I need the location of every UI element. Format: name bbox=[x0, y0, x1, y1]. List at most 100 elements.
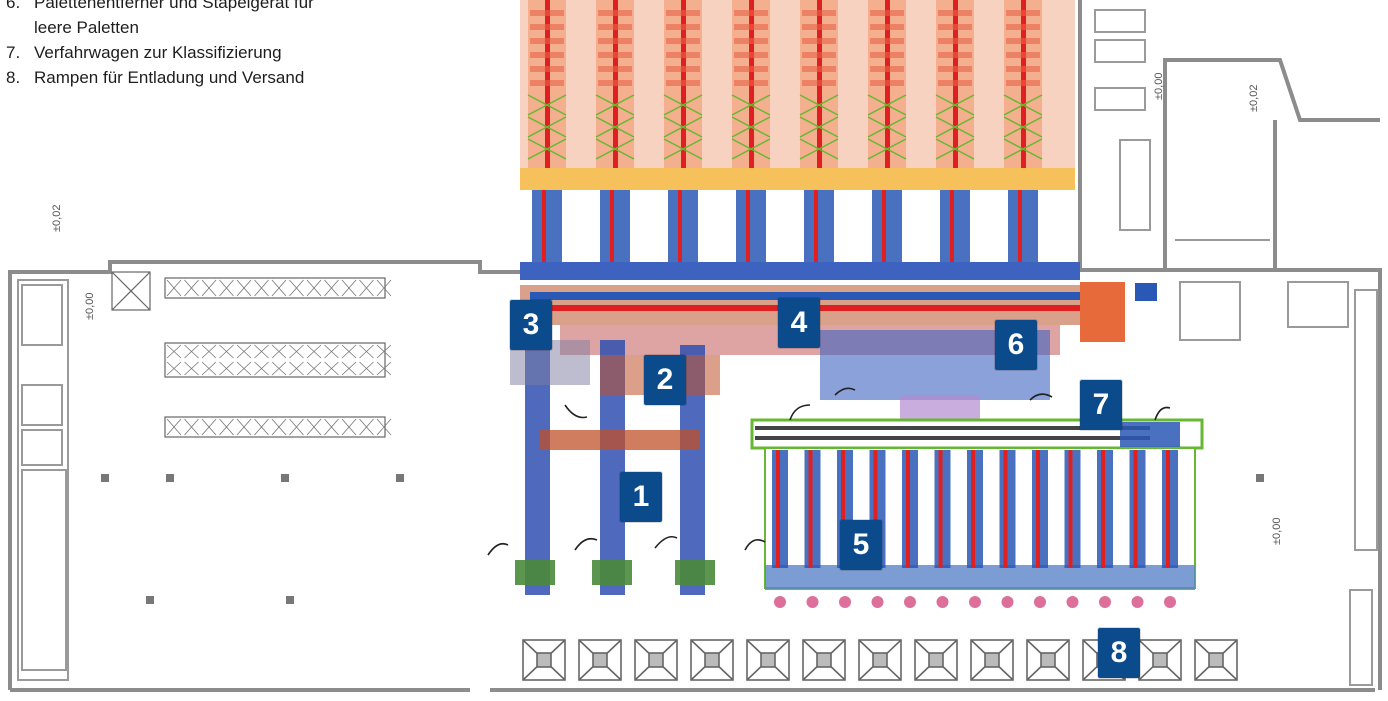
feeder-conveyor bbox=[940, 190, 970, 270]
level-label: ±0,00 bbox=[84, 293, 96, 320]
rack-rail bbox=[545, 0, 550, 190]
lane-end-marker bbox=[936, 596, 949, 608]
feeder-rail bbox=[950, 190, 954, 270]
rack-brace bbox=[867, 116, 907, 138]
building-column bbox=[396, 474, 404, 482]
shelf-cross bbox=[236, 344, 252, 359]
interior-walls bbox=[17, 9, 1378, 686]
badge-4: 4 bbox=[778, 298, 820, 348]
ramp-leveler bbox=[760, 652, 776, 668]
rack-shelf bbox=[598, 10, 632, 16]
ramp-leveler bbox=[1152, 652, 1168, 668]
rack-shelf bbox=[666, 66, 700, 72]
shelf-cross bbox=[359, 279, 374, 297]
building-columns bbox=[101, 474, 1264, 604]
shelf-cross bbox=[219, 344, 234, 359]
rack-shelf bbox=[1006, 38, 1040, 44]
feeder-rail bbox=[814, 190, 818, 270]
rack-shelf bbox=[530, 80, 564, 86]
shelf-cross bbox=[289, 279, 304, 297]
rack-shelf bbox=[870, 52, 904, 58]
rack-brace bbox=[799, 94, 839, 116]
rack-rail bbox=[817, 0, 822, 190]
shelf-cross bbox=[184, 344, 199, 359]
shelf-cross bbox=[376, 361, 392, 376]
shelf-cross bbox=[324, 361, 339, 376]
lane-rail bbox=[873, 450, 878, 568]
shelf-cross bbox=[359, 344, 374, 359]
shelf-cross bbox=[289, 418, 304, 436]
rack-brace bbox=[935, 94, 975, 116]
lane-rail bbox=[1133, 450, 1138, 568]
lane-rail bbox=[938, 450, 943, 568]
lane-rail bbox=[906, 450, 910, 568]
rack-shelf bbox=[802, 24, 836, 30]
shelf-cross bbox=[184, 418, 199, 436]
lane-rail bbox=[841, 450, 845, 568]
rack-shelf bbox=[938, 52, 972, 58]
shelf-cross bbox=[201, 361, 217, 376]
building-column bbox=[101, 474, 109, 482]
feeder-conveyor bbox=[1008, 190, 1038, 270]
rack-shelf bbox=[802, 80, 836, 86]
rack-shelf bbox=[734, 10, 768, 16]
rack-brace bbox=[595, 138, 635, 160]
shelf-cross bbox=[376, 344, 392, 359]
rack-brace bbox=[935, 116, 975, 138]
shelf-cross bbox=[306, 344, 322, 359]
rack-brace bbox=[867, 94, 907, 116]
shelf-cross bbox=[254, 344, 269, 359]
rack-shelf bbox=[530, 66, 564, 72]
rack-shelf bbox=[598, 24, 632, 30]
rack-brace bbox=[799, 116, 839, 138]
legend-item-8: 8. Rampen für Entladung und Versand bbox=[6, 65, 466, 90]
badge-7: 7 bbox=[1080, 380, 1122, 430]
shelf-cross bbox=[341, 344, 357, 359]
shelf-cross bbox=[184, 361, 199, 376]
rack-shelf bbox=[938, 80, 972, 86]
ramp-leveler bbox=[648, 652, 664, 668]
badge-2: 2 bbox=[644, 355, 686, 405]
rack-shelf bbox=[666, 80, 700, 86]
feeder-conveyor bbox=[804, 190, 834, 270]
rack-shelf bbox=[1006, 66, 1040, 72]
rack-shelf bbox=[938, 66, 972, 72]
sorting-lanes bbox=[764, 447, 1196, 608]
rack-brace bbox=[731, 116, 771, 138]
shelf-cross bbox=[306, 361, 322, 376]
lane-end-marker bbox=[904, 596, 916, 608]
building-column bbox=[1256, 474, 1264, 482]
ramp-leveler bbox=[592, 652, 608, 668]
rack-shelf bbox=[530, 24, 564, 30]
shelf-cross bbox=[271, 344, 287, 359]
rack-brace bbox=[1003, 94, 1043, 116]
rack-shelf bbox=[734, 52, 768, 58]
shelf-cross bbox=[184, 279, 199, 297]
building-column bbox=[281, 474, 289, 482]
shelf-cross bbox=[324, 418, 339, 436]
rack-shelf bbox=[870, 66, 904, 72]
lane-rail bbox=[1166, 450, 1170, 568]
rack-shelf bbox=[1006, 10, 1040, 16]
shelf-cross bbox=[236, 361, 252, 376]
rack-shelf bbox=[1006, 52, 1040, 58]
legend-text: Rampen für Entladung und Versand bbox=[34, 68, 305, 87]
shelf-cross bbox=[341, 418, 357, 436]
ramp-leveler bbox=[704, 652, 720, 668]
rack-rail bbox=[1021, 0, 1026, 190]
feeder-conveyor bbox=[532, 190, 562, 270]
shelf-cross bbox=[271, 361, 287, 376]
feeder-rail bbox=[746, 190, 750, 270]
shelf-cross bbox=[254, 279, 269, 297]
shelf-cross bbox=[341, 279, 357, 297]
shelf-cross bbox=[201, 279, 217, 297]
legend-text-cont: leere Paletten bbox=[34, 18, 139, 37]
rack-shelf bbox=[666, 10, 700, 16]
shelf-cross bbox=[219, 418, 234, 436]
shelf-cross bbox=[254, 361, 269, 376]
shelf-cross bbox=[219, 361, 234, 376]
ramp-leveler bbox=[928, 652, 944, 668]
feeder-conveyor bbox=[600, 190, 630, 270]
lane-end-marker bbox=[1001, 596, 1014, 608]
